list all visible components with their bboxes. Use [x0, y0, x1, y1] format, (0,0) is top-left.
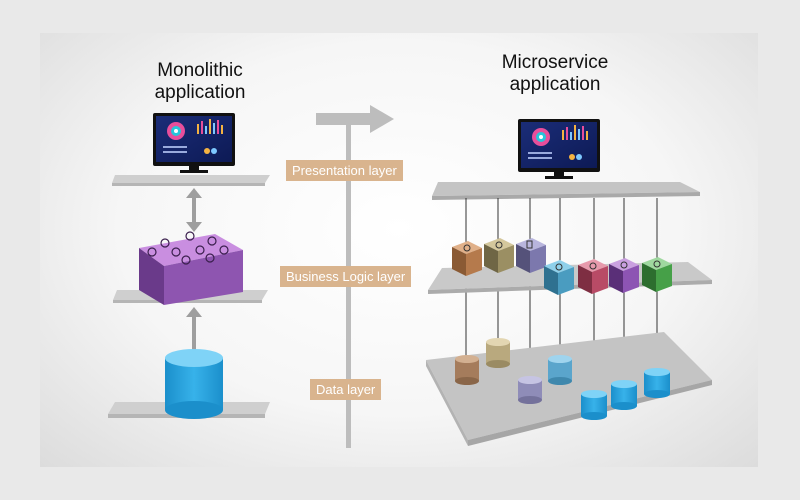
micro-service-cube-6: [609, 258, 639, 293]
monolithic-title-line2: application: [154, 82, 246, 103]
micro-database-4: [548, 355, 572, 385]
micro-database-7: [644, 368, 670, 398]
micro-service-cube-5: [578, 259, 608, 294]
monolithic-title-line1: Monolithic: [157, 60, 243, 81]
micro-service-cube-1: [452, 241, 482, 276]
micro-service-cube-3: [516, 238, 546, 273]
transition-arrow: [316, 105, 394, 133]
micro-database-5: [581, 390, 607, 420]
microservice-title: Microservice application: [490, 52, 620, 96]
microservice-title-line2: application: [509, 74, 601, 95]
mono-link-arrow-upper: [186, 188, 202, 232]
micro-service-cube-7: [642, 257, 672, 292]
micro-service-cube-2: [484, 238, 514, 273]
micro-database-6: [611, 380, 637, 410]
micro-presentation-platform: [432, 182, 700, 200]
microservice-title-line1: Microservice: [501, 52, 609, 73]
micro-database-2: [486, 338, 510, 368]
mono-database-icon: [165, 349, 223, 419]
micro-database-3: [518, 376, 542, 404]
presentation-layer-label: Presentation layer: [286, 160, 403, 181]
mono-monitor-icon: [153, 113, 235, 173]
mono-presentation-platform: [112, 175, 270, 186]
mono-business-cube: [139, 231, 243, 305]
monolithic-title: Monolithic application: [140, 60, 260, 104]
micro-monitor-icon: [518, 119, 600, 179]
micro-database-1: [455, 355, 479, 385]
micro-service-cube-4: [544, 260, 574, 295]
data-layer-label: Data layer: [310, 379, 382, 400]
business-layer-label: Business Logic layer: [280, 266, 412, 287]
